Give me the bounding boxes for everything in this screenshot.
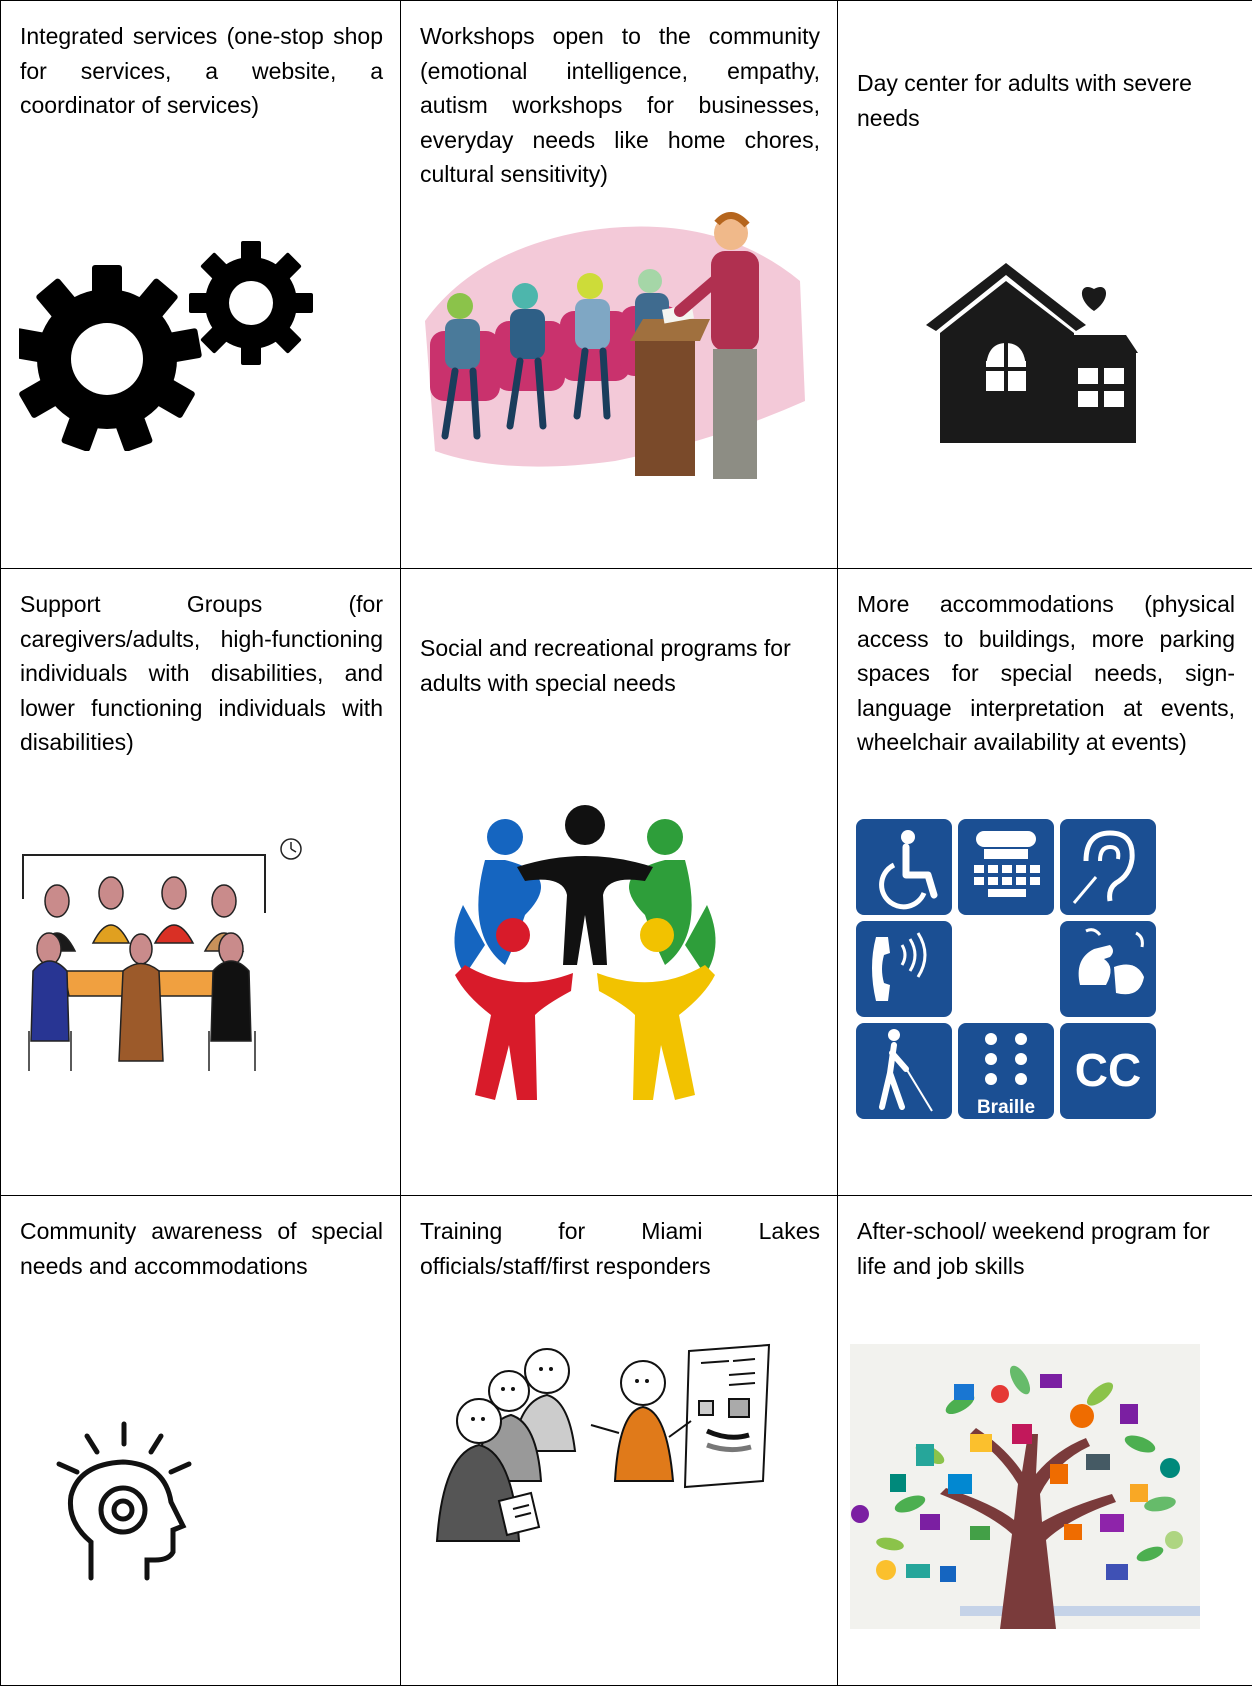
cell-community-awareness: Community awareness of special needs and…	[1, 1196, 401, 1686]
cell-support-groups: Support Groups (for caregivers/adults, h…	[1, 569, 401, 1196]
gears-icon	[19, 241, 329, 451]
workshop-audience-illustration	[415, 211, 815, 491]
cell-text: Workshops open to the community (emotion…	[420, 19, 820, 192]
cell-text: Training for Miami Lakes officials/staff…	[420, 1214, 820, 1283]
cell-integrated-services: Integrated services (one-stop shop for s…	[1, 1, 401, 569]
cell-text: More accommodations (physical access to …	[857, 587, 1235, 760]
cell-text: Integrated services (one-stop shop for s…	[20, 19, 383, 123]
cell-workshops: Workshops open to the community (emotion…	[401, 1, 838, 569]
accessibility-symbols-icon: Braille CC	[854, 817, 1158, 1121]
skills-tree-illustration	[850, 1344, 1200, 1629]
cc-label: CC	[1075, 1044, 1141, 1096]
cell-accommodations: More accommodations (physical access to …	[838, 569, 1252, 1196]
cell-text: Social and recreational programs for adu…	[420, 631, 820, 700]
cell-text: After-school/ weekend program for life a…	[857, 1214, 1235, 1283]
braille-label: Braille	[977, 1097, 1035, 1118]
cell-text: Day center for adults with severe needs	[857, 66, 1235, 135]
cell-text: Support Groups (for caregivers/adults, h…	[20, 587, 383, 760]
cell-text: Community awareness of special needs and…	[20, 1214, 383, 1283]
cell-training: Training for Miami Lakes officials/staff…	[401, 1196, 838, 1686]
circle-of-people-icon	[445, 795, 725, 1115]
cell-social-recreational: Social and recreational programs for adu…	[401, 569, 838, 1196]
head-target-icon	[39, 1418, 209, 1598]
house-heart-icon	[926, 263, 1156, 443]
cell-after-school: After-school/ weekend program for life a…	[838, 1196, 1252, 1686]
support-group-illustration	[19, 831, 309, 1071]
cell-day-center: Day center for adults with severe needs	[838, 1, 1252, 569]
training-presentation-illustration	[429, 1341, 779, 1561]
